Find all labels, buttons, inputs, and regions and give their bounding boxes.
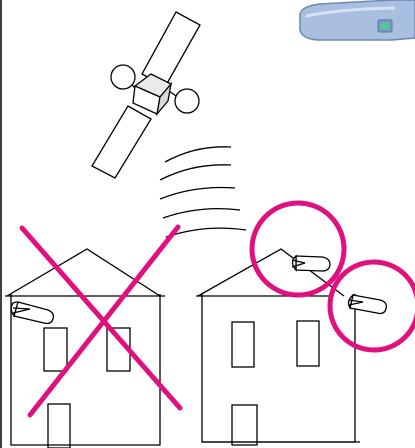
gps-receiver-icon [300, 0, 415, 40]
gps-receiver-icon [11, 302, 53, 324]
gps-receiver-icon [292, 256, 330, 271]
signal-waves-icon [160, 147, 246, 237]
highlight-circle-icon [252, 203, 344, 295]
gps-receiver-icon [349, 295, 387, 314]
